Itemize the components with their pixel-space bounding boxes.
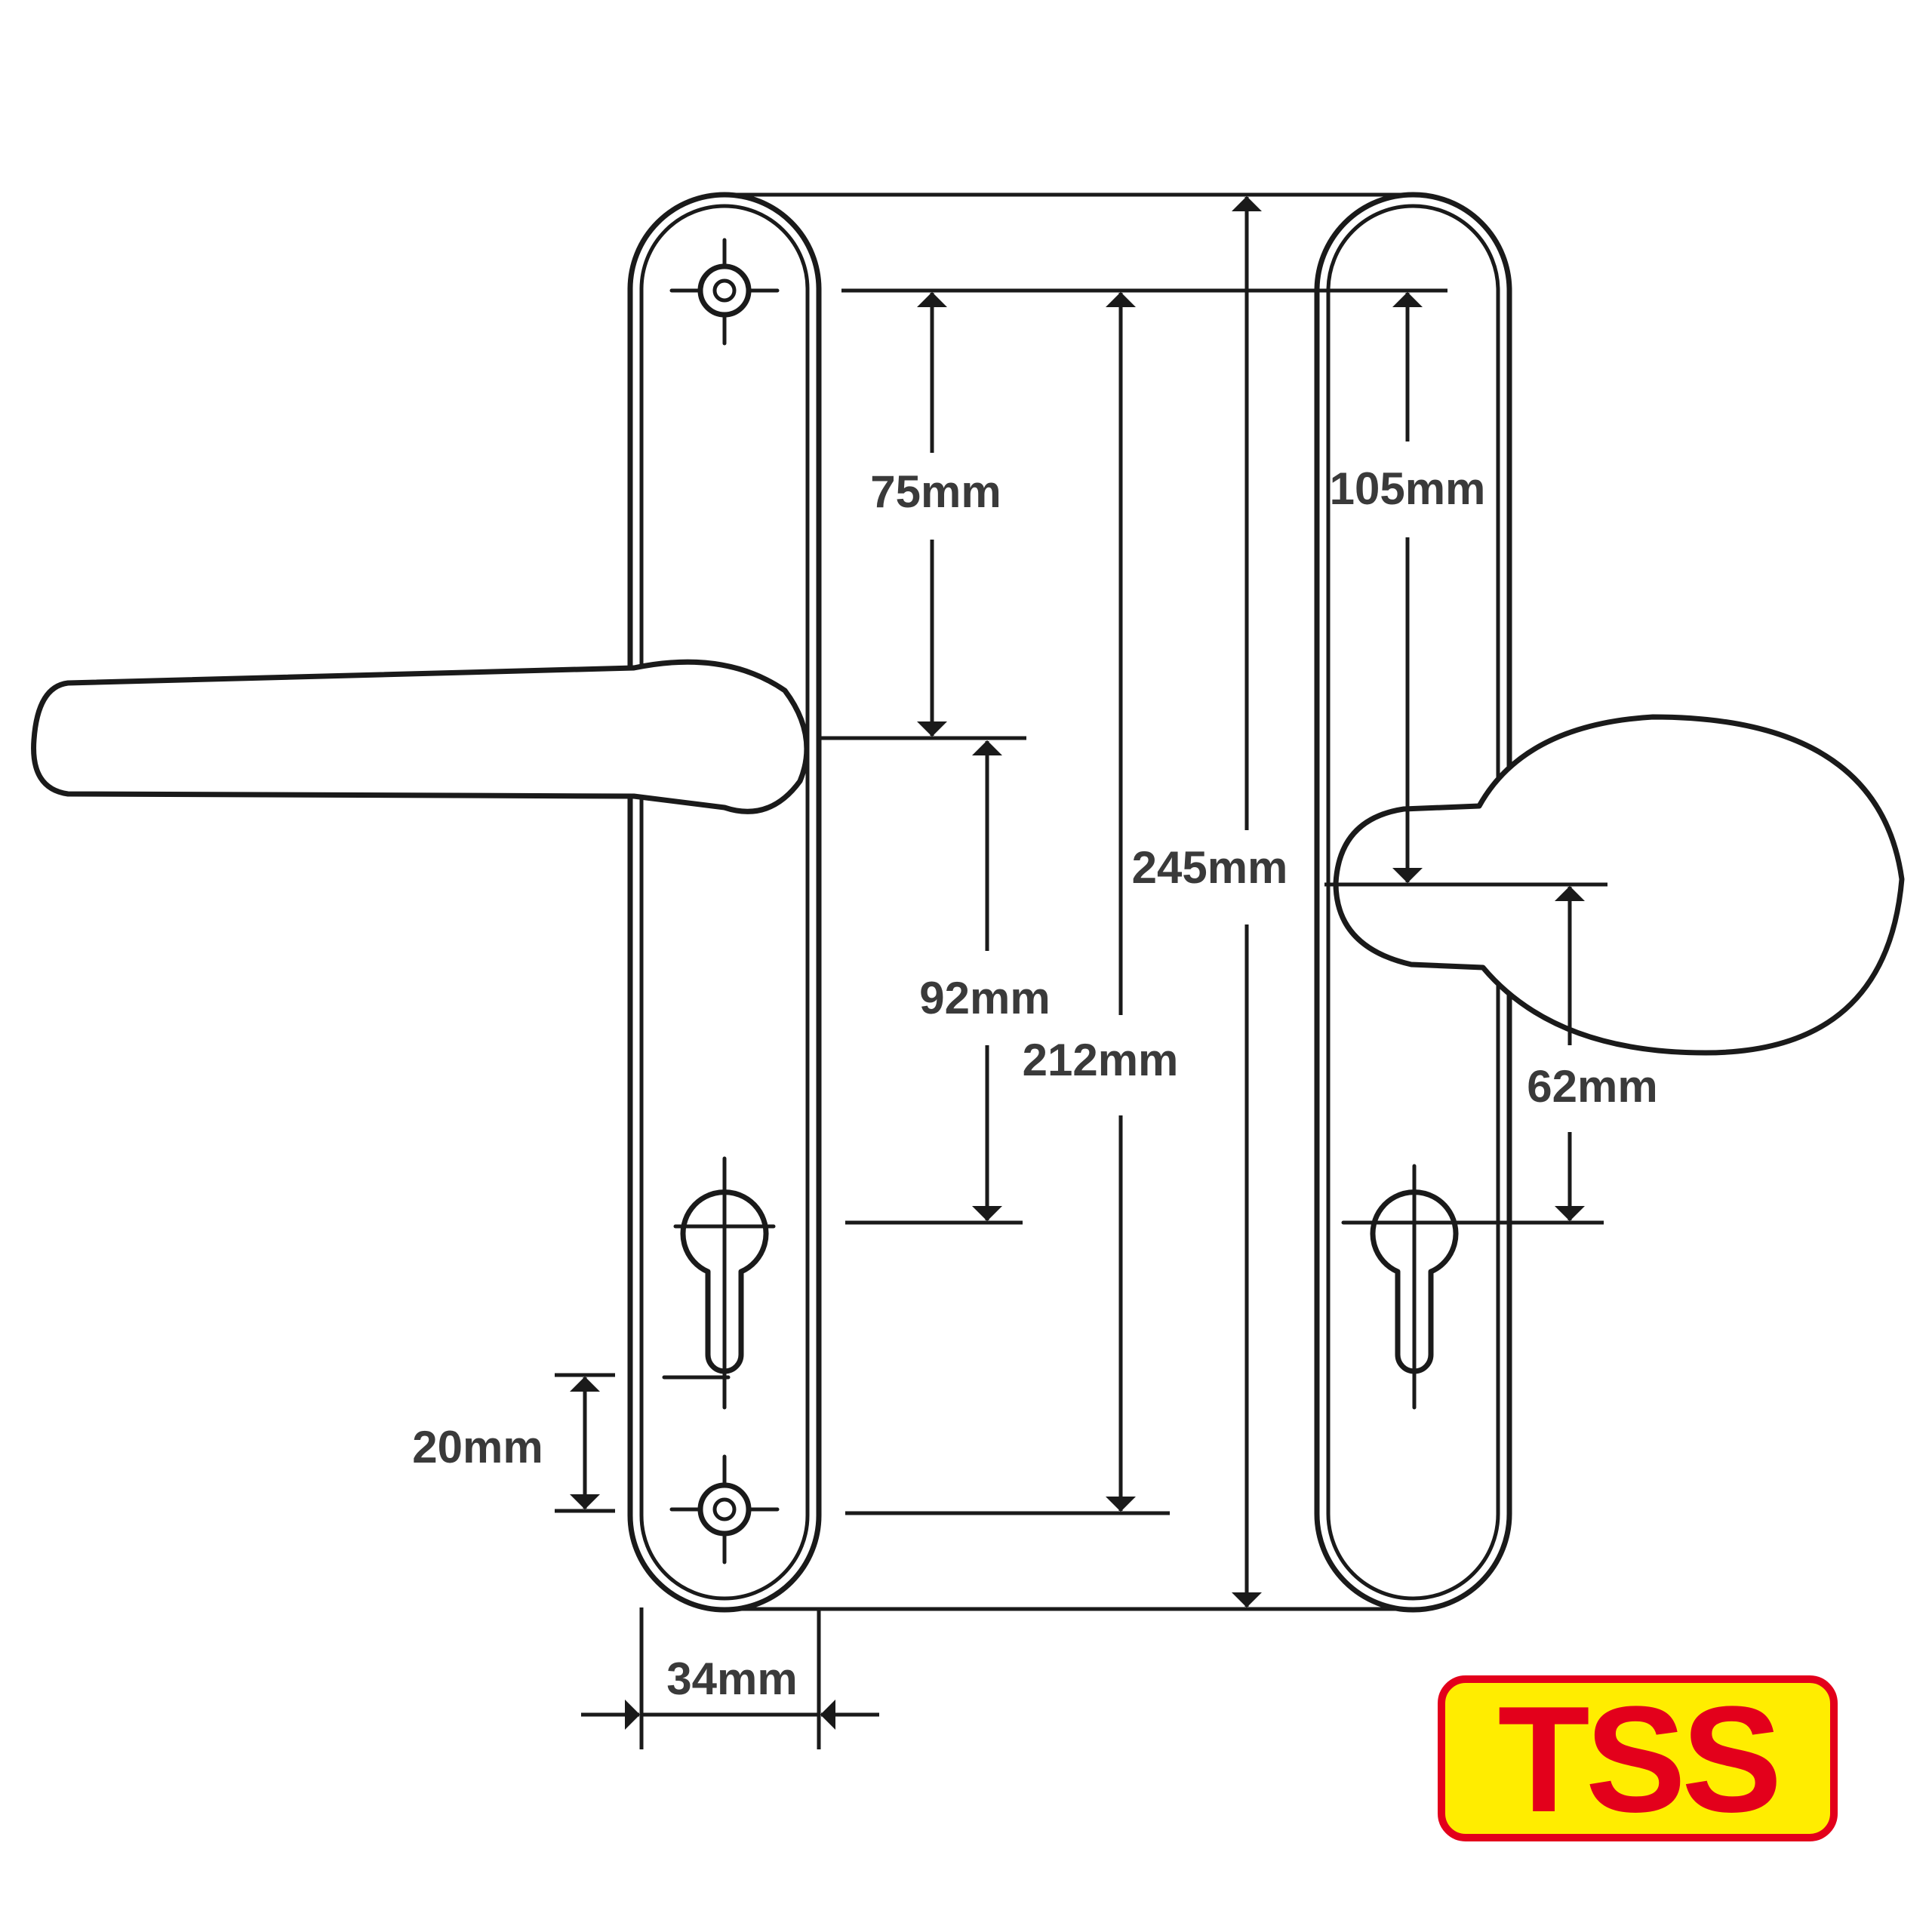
label-62mm: 62mm	[1527, 1061, 1657, 1112]
lever-handle	[31, 659, 810, 814]
left-keyhole-icon	[662, 1156, 776, 1410]
label-245mm: 245mm	[1132, 842, 1288, 893]
label-34mm: 34mm	[666, 1654, 797, 1704]
left-backplate	[627, 192, 822, 1613]
logo-text: TSS	[1498, 1675, 1778, 1844]
pull-knob	[1333, 714, 1905, 1056]
top-screw-icon	[669, 238, 780, 346]
label-212mm: 212mm	[1023, 1035, 1179, 1085]
label-20mm: 20mm	[412, 1422, 543, 1472]
tss-logo: TSS	[1438, 1675, 1838, 1844]
bottom-screw-icon	[669, 1454, 780, 1564]
logo-background	[1438, 1675, 1838, 1841]
label-75mm: 75mm	[870, 466, 1001, 517]
label-92mm: 92mm	[919, 973, 1050, 1023]
label-105mm: 105mm	[1330, 463, 1486, 514]
